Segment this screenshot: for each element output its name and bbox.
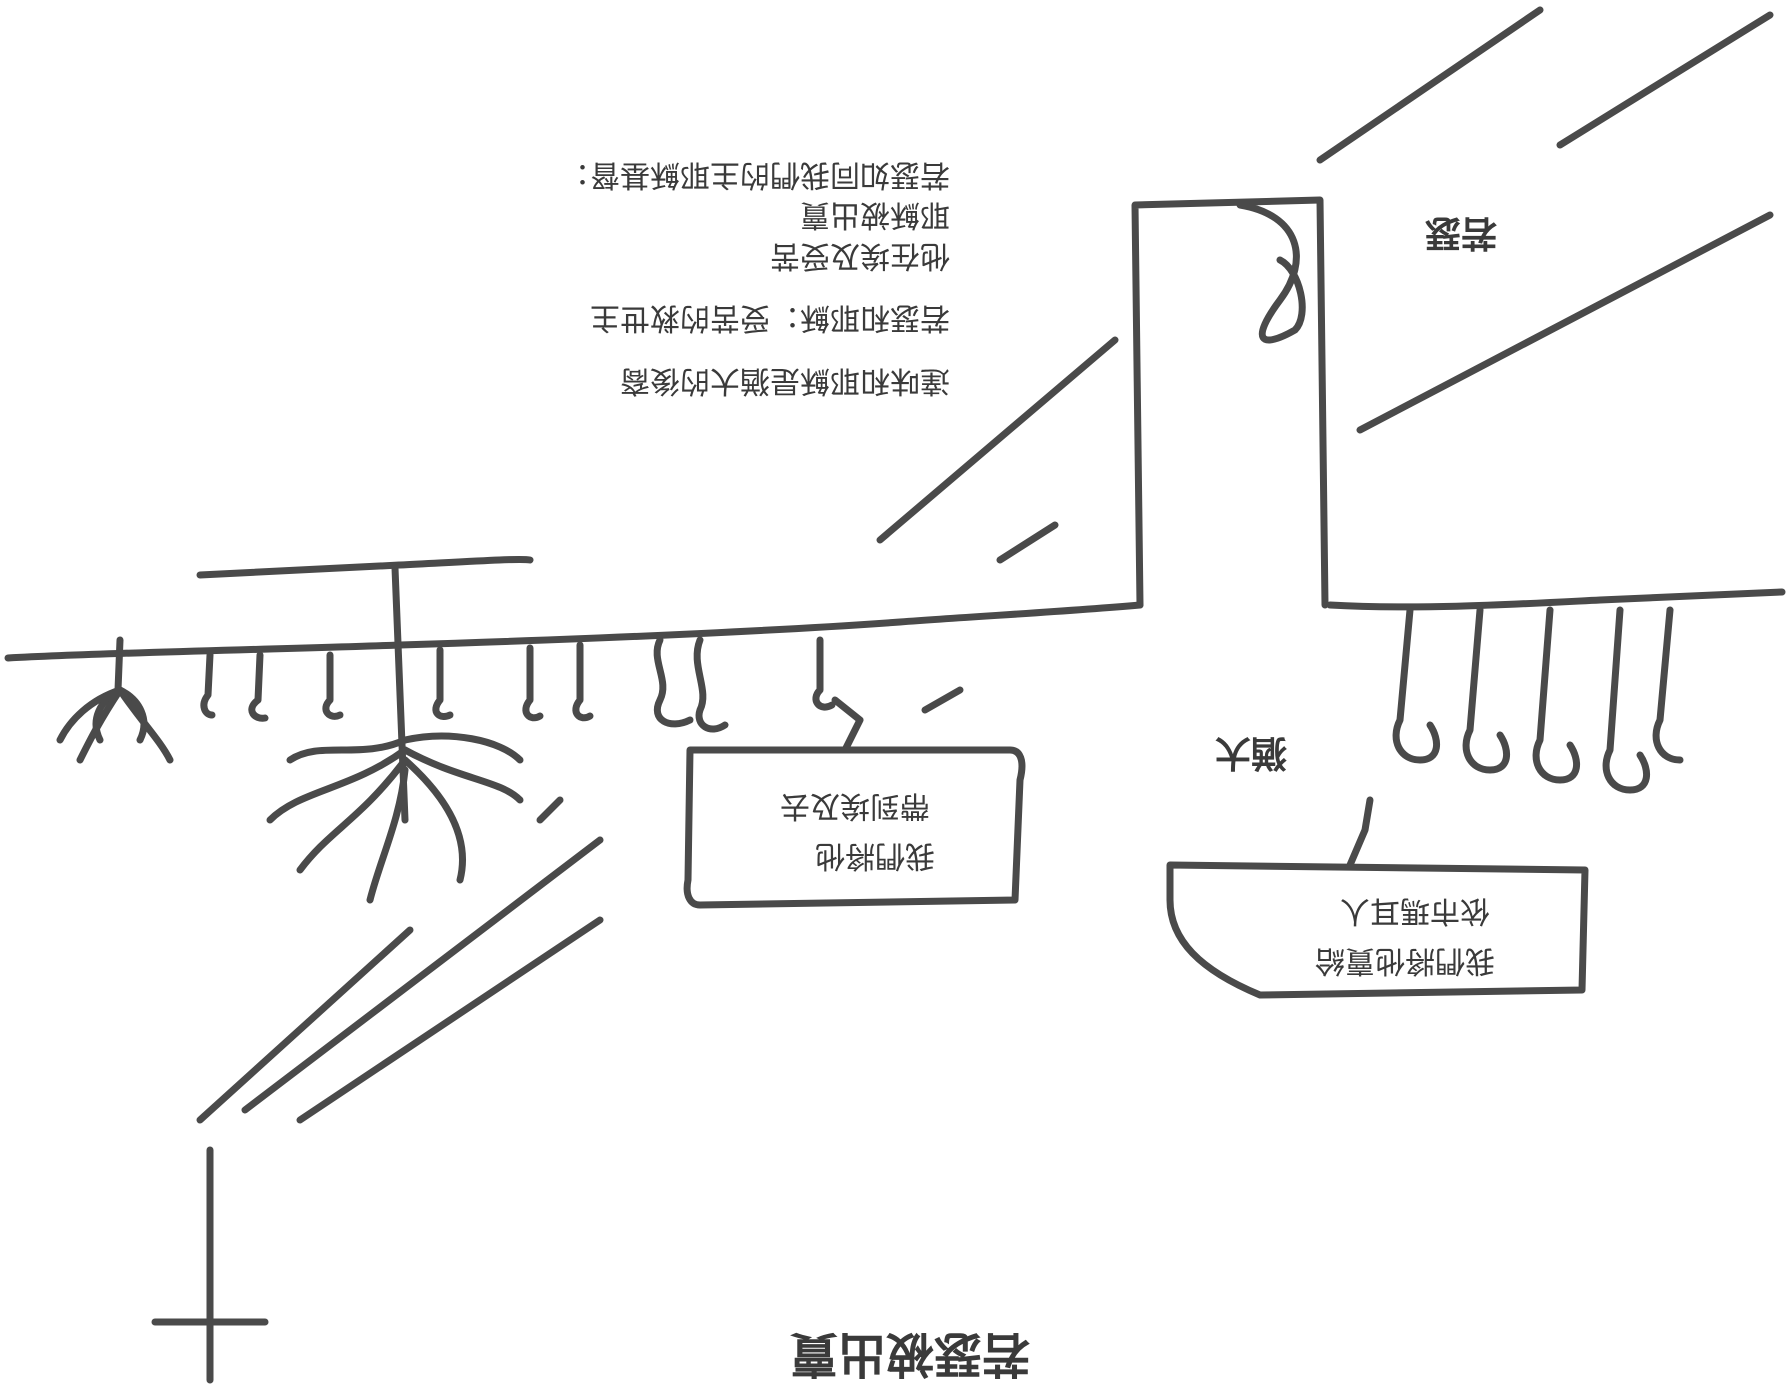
note-line-4: 若瑟和耶穌：受苦的救世主 <box>590 300 950 336</box>
tree-root <box>296 756 409 874</box>
ray <box>1556 11 1774 149</box>
caption-title: 若瑟被出賣 <box>790 1326 1031 1382</box>
figure <box>812 636 836 711</box>
figure <box>200 651 216 719</box>
well-rope <box>1236 201 1306 344</box>
figure <box>653 636 694 728</box>
figure <box>248 651 269 722</box>
ground-line <box>4 601 1144 662</box>
note-line-2: 耶穌被出賣 <box>800 197 950 233</box>
figure <box>522 644 544 722</box>
ray <box>1356 211 1774 434</box>
tree-root <box>401 746 524 804</box>
tree-root <box>366 766 409 904</box>
figure <box>693 636 729 733</box>
figure <box>1392 606 1441 764</box>
small-roots <box>56 686 174 764</box>
well-outline <box>1131 196 1329 609</box>
figure <box>572 641 594 722</box>
ray <box>196 926 414 1124</box>
tree-root <box>286 736 409 764</box>
ray <box>921 686 964 714</box>
label-joseph: 若瑟 <box>1425 212 1498 254</box>
ground-line-right <box>1326 588 1786 611</box>
notes-block: 達味和耶穌是猶大的後裔 若瑟和耶穌：受苦的救世主 他在埃及受苦 耶穌被出賣 若瑟… <box>500 40 950 400</box>
figure <box>1532 606 1581 784</box>
bubble-right-line2: 依市瑪耳人 <box>1340 893 1490 928</box>
figure <box>432 646 454 720</box>
speech-bubble-middle-tail <box>831 696 864 754</box>
ray <box>296 916 604 1124</box>
ray <box>241 836 604 1114</box>
branch-line <box>196 555 534 579</box>
ray <box>996 521 1059 564</box>
note-line-3: 他在埃及受苦 <box>770 238 950 273</box>
tree-root <box>401 756 467 884</box>
figure <box>1602 606 1651 794</box>
ray <box>876 336 1119 544</box>
label-judah: 猶大 <box>1215 732 1288 774</box>
tree-root <box>401 732 524 764</box>
bubble-middle-line2: 帶到埃及去 <box>780 788 930 823</box>
bubble-middle-line1: 我們將他 <box>815 838 935 873</box>
bubble-right-line1: 我們將他賣給 <box>1315 943 1495 978</box>
ray <box>536 796 564 824</box>
speech-bubble-right <box>1166 861 1589 999</box>
note-line-5: 達味和耶穌是猶大的後裔 <box>620 363 950 398</box>
speech-bubble-right-tail <box>1346 796 1374 869</box>
speech-bubble-middle <box>683 746 1026 909</box>
figure <box>1462 606 1511 774</box>
note-line-1: 若瑟如同我們的主耶穌基督： <box>560 157 950 192</box>
figure <box>322 651 344 720</box>
tree-root <box>266 746 409 824</box>
figure <box>1652 606 1684 764</box>
ray <box>1316 6 1544 164</box>
